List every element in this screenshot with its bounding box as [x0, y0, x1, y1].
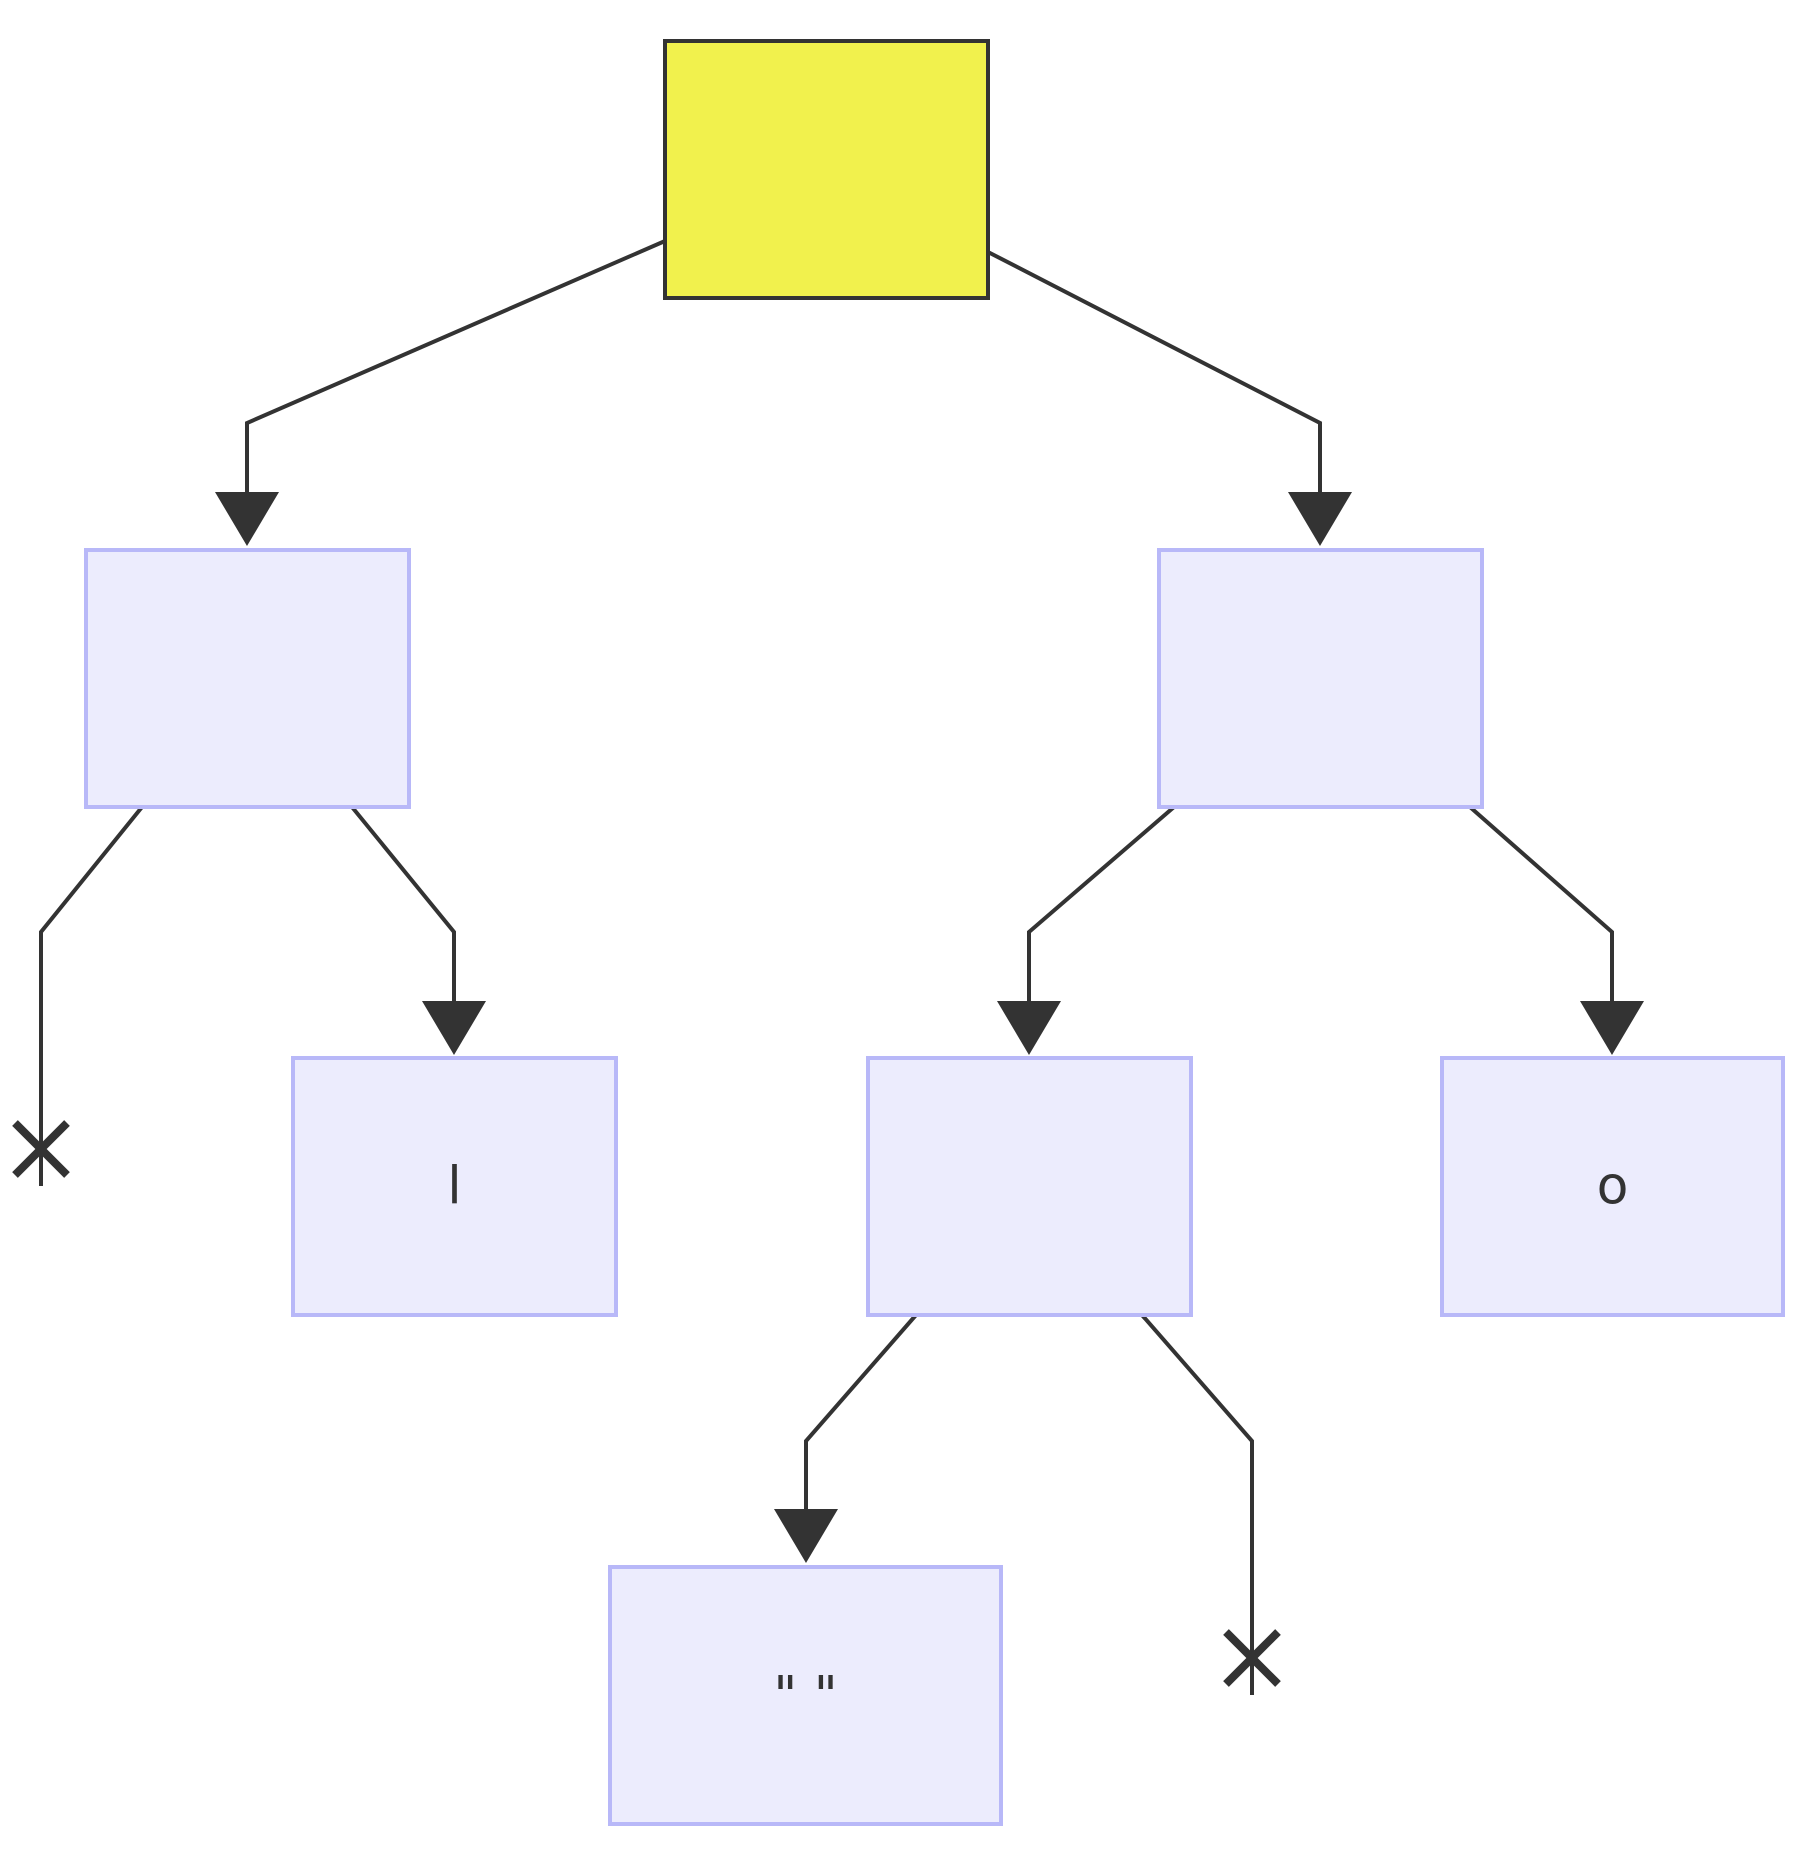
- edge-left-to-leaf-l: [350, 805, 486, 1055]
- node-label: " ": [773, 1666, 837, 1726]
- node-box: [866, 1056, 1193, 1317]
- node-label: l: [447, 1157, 461, 1217]
- node-box: [1440, 1056, 1785, 1317]
- cross-end-icon: [12, 1120, 70, 1178]
- edge-right-left-to-none: [1140, 1313, 1281, 1695]
- node-box: [663, 39, 990, 300]
- nodes-layer: l o " ": [84, 39, 1785, 1826]
- edge-line: [1027, 805, 1176, 1001]
- edge-root-to-left: [215, 239, 666, 546]
- arrowhead-icon: [1288, 492, 1352, 546]
- node-box: [608, 1565, 1003, 1826]
- arrowhead-icon: [997, 1001, 1061, 1055]
- node-root: [663, 39, 990, 300]
- node-box: [291, 1056, 618, 1317]
- edges-layer: [12, 239, 1644, 1695]
- edge-line: [987, 250, 1322, 492]
- edge-left-to-none: [12, 805, 144, 1186]
- edge-root-to-right: [987, 250, 1352, 546]
- edge-line: [350, 805, 456, 1001]
- edge-line: [245, 239, 666, 492]
- edge-right-left-to-leaf-space: [774, 1313, 918, 1563]
- arrowhead-icon: [215, 492, 279, 546]
- node-leaf-l: l: [291, 1056, 618, 1317]
- arrowhead-icon: [774, 1509, 838, 1563]
- edge-line: [804, 1313, 918, 1510]
- node-box: [84, 548, 411, 809]
- arrowhead-icon: [1580, 1001, 1644, 1055]
- node-leaf-o: o: [1440, 1056, 1785, 1317]
- node-left: [84, 548, 411, 809]
- node-leaf-space: " ": [608, 1565, 1003, 1826]
- edge-line: [39, 805, 144, 1186]
- edge-right-to-leaf-o: [1468, 805, 1644, 1055]
- node-label: o: [1597, 1157, 1629, 1217]
- node-right: [1157, 548, 1484, 809]
- node-right-left: [866, 1056, 1193, 1317]
- node-box: [1157, 548, 1484, 809]
- edge-line: [1140, 1313, 1254, 1695]
- cross-end-icon: [1223, 1629, 1281, 1687]
- edge-right-to-right-left: [997, 805, 1176, 1055]
- edge-line: [1468, 805, 1614, 1001]
- arrowhead-icon: [422, 1001, 486, 1055]
